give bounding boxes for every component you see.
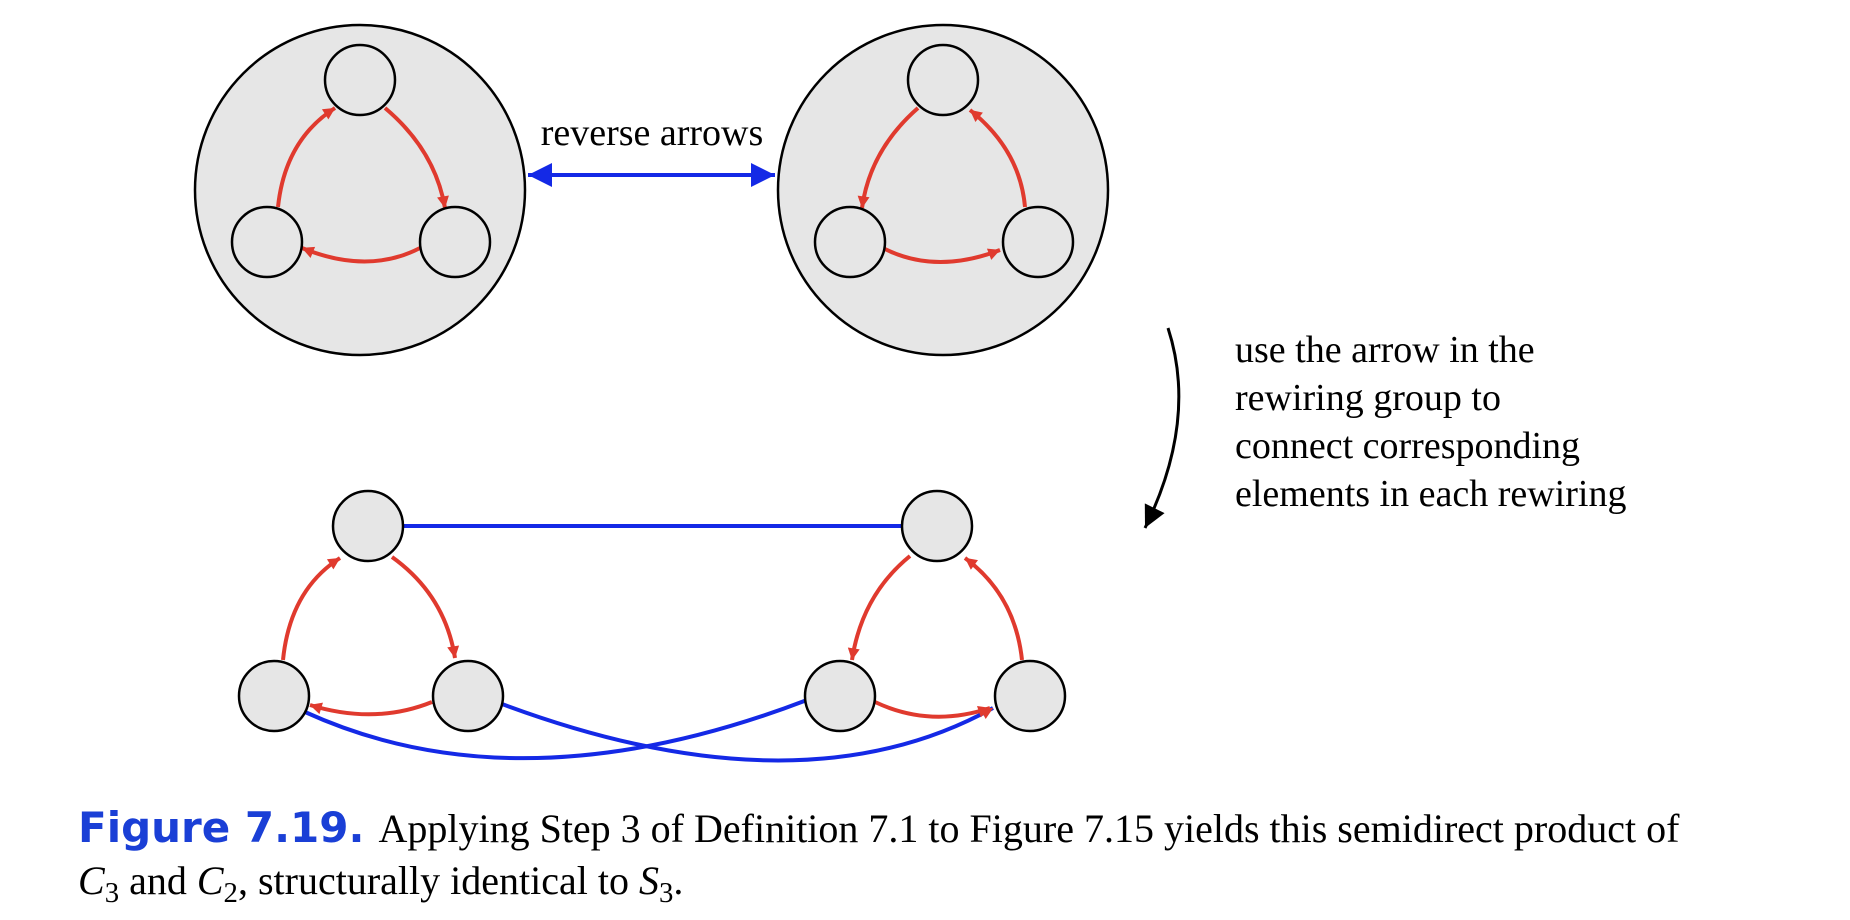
math-c3-sub: 3 [104,877,120,910]
node [323,43,397,117]
reverse-arrows-label: reverse arrows [541,112,764,154]
top-left-group [193,23,527,357]
math-c2-letter: C [196,858,224,903]
math-s3-letter: S [638,858,659,903]
math-s3-sub: 3 [658,877,674,910]
figure-label: Figure 7.19. [78,803,365,852]
node [1001,205,1075,279]
caption-text-1: Applying Step 3 of Definition 7.1 to Fig… [378,806,1680,851]
math-c2: C2 [196,858,238,909]
math-c2-sub: 2 [223,877,238,910]
node [237,659,311,733]
edge-left-to-right [882,246,1001,264]
note-line: elements in each rewiring [1235,473,1626,515]
math-c3: C3 [78,858,119,909]
blue-edge-cross-1 [304,698,808,761]
blue-edge-cross-2 [501,702,994,763]
note-text: use the arrow in the rewiring group to c… [1235,329,1626,515]
edge-left-to-top [276,106,337,208]
node [230,205,304,279]
edge-right-to-top [963,556,1024,661]
node [993,659,1067,733]
node [803,659,877,733]
node [813,205,887,279]
caption-and: and [119,858,197,903]
note-line: use the arrow in the [1235,329,1535,371]
edge-top-to-right [383,106,449,209]
figure-caption: Figure 7.19. Applying Step 3 of Definitio… [78,802,1818,919]
bottom-graph [237,489,1067,763]
edge-right-to-left [301,246,421,264]
edge-left-to-top [281,556,342,661]
caption-text-2: , structurally identical to [237,858,639,903]
edge-top-to-left [847,554,912,661]
edge-top-to-left [857,106,920,209]
edge-top-to-right [390,555,460,659]
node [431,659,505,733]
edge-right-to-left [309,700,433,717]
node [906,43,980,117]
edge-left-to-right [874,700,991,719]
node [418,205,492,279]
node [331,489,405,563]
edge-right-to-top [968,108,1027,208]
node [900,489,974,563]
caption-end: . [673,858,684,903]
top-right-group [776,23,1110,357]
math-c3-letter: C [78,858,105,903]
note-line: rewiring group to [1235,377,1501,419]
note-line: connect corresponding [1235,425,1580,467]
transition-arrow [1143,327,1181,529]
math-s3: S3 [638,858,673,909]
